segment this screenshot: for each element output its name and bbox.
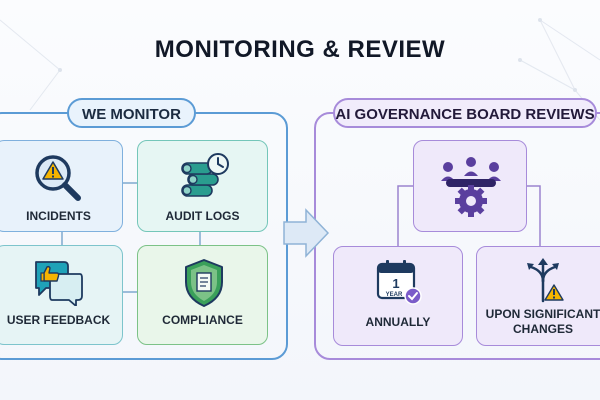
incidents-label: INCIDENTS xyxy=(26,209,91,223)
audit-logs-card: AUDIT LOGS xyxy=(137,140,268,232)
page-title: MONITORING & REVIEW xyxy=(154,36,446,63)
chat-thumbs-up-icon xyxy=(35,261,83,306)
calendar-day-text: 1 xyxy=(392,276,399,291)
significant-changes-label-line1: UPON SIGNIFICANT xyxy=(485,307,600,321)
flow-arrow xyxy=(283,208,330,258)
meeting-gear-icon xyxy=(441,157,501,217)
significant-changes-card: UPON SIGNIFICANT CHANGES xyxy=(476,246,600,346)
audit-logs-label: AUDIT LOGS xyxy=(165,209,240,223)
shield-document-icon xyxy=(185,259,223,307)
user-feedback-card: USER FEEDBACK xyxy=(0,245,123,345)
magnifier-warning-icon xyxy=(35,155,81,201)
significant-changes-label-line2: CHANGES xyxy=(512,322,573,336)
branching-arrows-warning-icon xyxy=(527,258,564,303)
calendar-unit-text: YEAR xyxy=(386,292,403,298)
compliance-card: COMPLIANCE xyxy=(137,245,268,345)
logs-clock-icon xyxy=(181,153,229,197)
significant-changes-label: UPON SIGNIFICANT CHANGES xyxy=(477,307,600,337)
calendar-check-icon: 1 YEAR xyxy=(376,260,422,305)
annually-label: ANNUALLY xyxy=(365,315,431,329)
governance-board-card xyxy=(413,140,527,232)
we-monitor-heading: WE MONITOR xyxy=(67,98,196,128)
incidents-card: INCIDENTS xyxy=(0,140,123,232)
user-feedback-label: USER FEEDBACK xyxy=(6,313,111,327)
governance-board-heading: AI GOVERNANCE BOARD REVIEWS xyxy=(333,98,597,128)
compliance-label: COMPLIANCE xyxy=(162,313,243,327)
annually-card: 1 YEAR ANNUALLY xyxy=(333,246,463,346)
